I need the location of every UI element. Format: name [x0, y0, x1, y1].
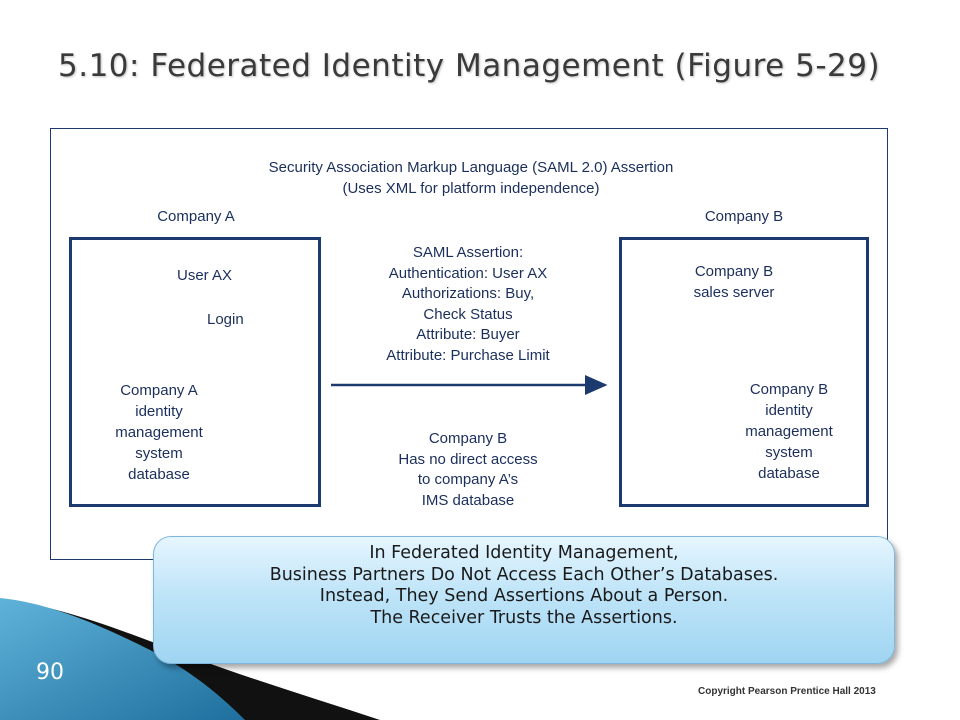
figure-header-line1: Security Association Markup Language (SA… [268, 159, 674, 176]
saml-assertion-text: SAML Assertion: Authentication: User AX … [386, 244, 550, 364]
company-b-label: Company B [704, 208, 784, 225]
login-label: Login [207, 311, 244, 328]
page-number: 90 [36, 660, 64, 685]
federated-identity-figure: Security Association Markup Language (SA… [50, 128, 888, 560]
user-ax-label: User AX [177, 267, 233, 284]
sales-server-label: Company B sales server [693, 263, 775, 301]
summary-callout: In Federated Identity Management, Busine… [153, 536, 895, 664]
company-b-box [619, 237, 869, 507]
slide-title: 5.10: Federated Identity Management (Fig… [58, 48, 881, 84]
figure-header: Security Association Markup Language (SA… [171, 157, 771, 199]
company-b-db-label: Company B identity management system dat… [745, 381, 833, 482]
no-direct-access-text: Company B Has no direct access to compan… [398, 430, 538, 509]
company-a-label: Company A [157, 208, 235, 225]
company-a-box [69, 237, 321, 507]
callout-line: The Receiver Trusts the Assertions. [370, 607, 678, 628]
company-a-db-label: Company A identity management system dat… [115, 382, 203, 483]
callout-line: Instead, They Send Assertions About a Pe… [319, 586, 729, 606]
callout-line: Business Partners Do Not Access Each Oth… [269, 564, 779, 585]
figure-header-line2: (Uses XML for platform independence) [342, 180, 600, 197]
copyright-notice: Copyright Pearson Prentice Hall 2013 [698, 686, 876, 697]
callout-line: In Federated Identity Management, [369, 543, 679, 563]
teal-swoosh [0, 598, 245, 720]
